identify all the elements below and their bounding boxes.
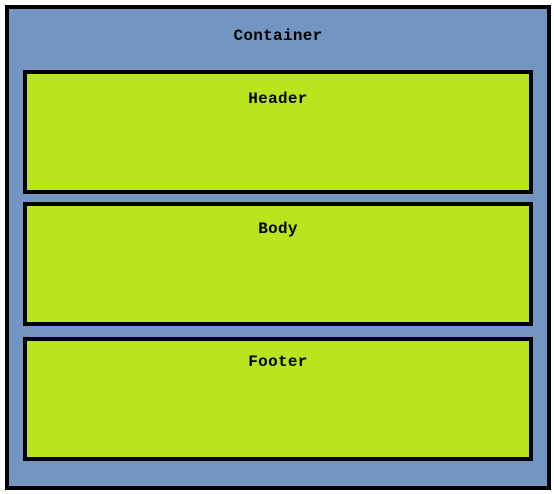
header-label: Header — [248, 90, 308, 108]
container-label: Container — [233, 27, 323, 45]
body-box: Body — [23, 202, 533, 326]
container-box: Container Header Body Footer — [5, 5, 551, 490]
footer-box: Footer — [23, 337, 533, 461]
body-label: Body — [258, 220, 298, 238]
footer-label: Footer — [248, 353, 308, 371]
header-box: Header — [23, 70, 533, 194]
